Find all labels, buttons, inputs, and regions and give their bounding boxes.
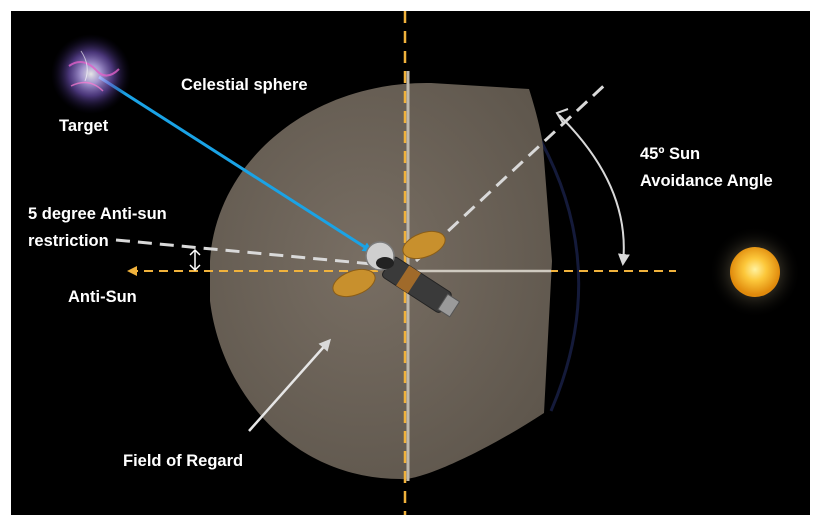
anti-sun-restriction-label-line1: 5 degree Anti-sun	[28, 205, 167, 223]
restriction-arrow-down	[189, 264, 201, 272]
anti-sun-label: Anti-Sun	[68, 288, 137, 306]
telescope-spacecraft-icon	[332, 230, 461, 318]
field-of-regard-region	[210, 82, 552, 480]
sun-icon	[709, 226, 801, 318]
celestial-sphere-label: Celestial sphere	[181, 76, 308, 94]
anti-sun-restriction-label-line2: restriction	[28, 232, 109, 250]
field-of-regard-pointer	[248, 338, 331, 432]
target-label: Target	[59, 117, 109, 135]
target-pointer	[98, 75, 373, 253]
sun-avoidance-angle-arc	[558, 114, 630, 266]
diagram-frame: Celestial sphere Target 5 degree Anti-su…	[11, 11, 810, 515]
sun-avoidance-arc-tail	[555, 108, 569, 124]
sphere-edge	[539, 140, 581, 412]
nebula-icon	[51, 34, 131, 114]
restriction-arrow-up	[189, 248, 201, 256]
anti-sun-restriction-line	[115, 238, 384, 267]
diagram-canvas: Celestial sphere Target 5 degree Anti-su…	[28, 11, 801, 515]
sun-avoidance-label-line2: Avoidance Angle	[640, 172, 773, 190]
field-of-regard-label: Field of Regard	[123, 452, 243, 470]
sun-avoidance-label-line1: 45º Sun	[640, 145, 700, 163]
